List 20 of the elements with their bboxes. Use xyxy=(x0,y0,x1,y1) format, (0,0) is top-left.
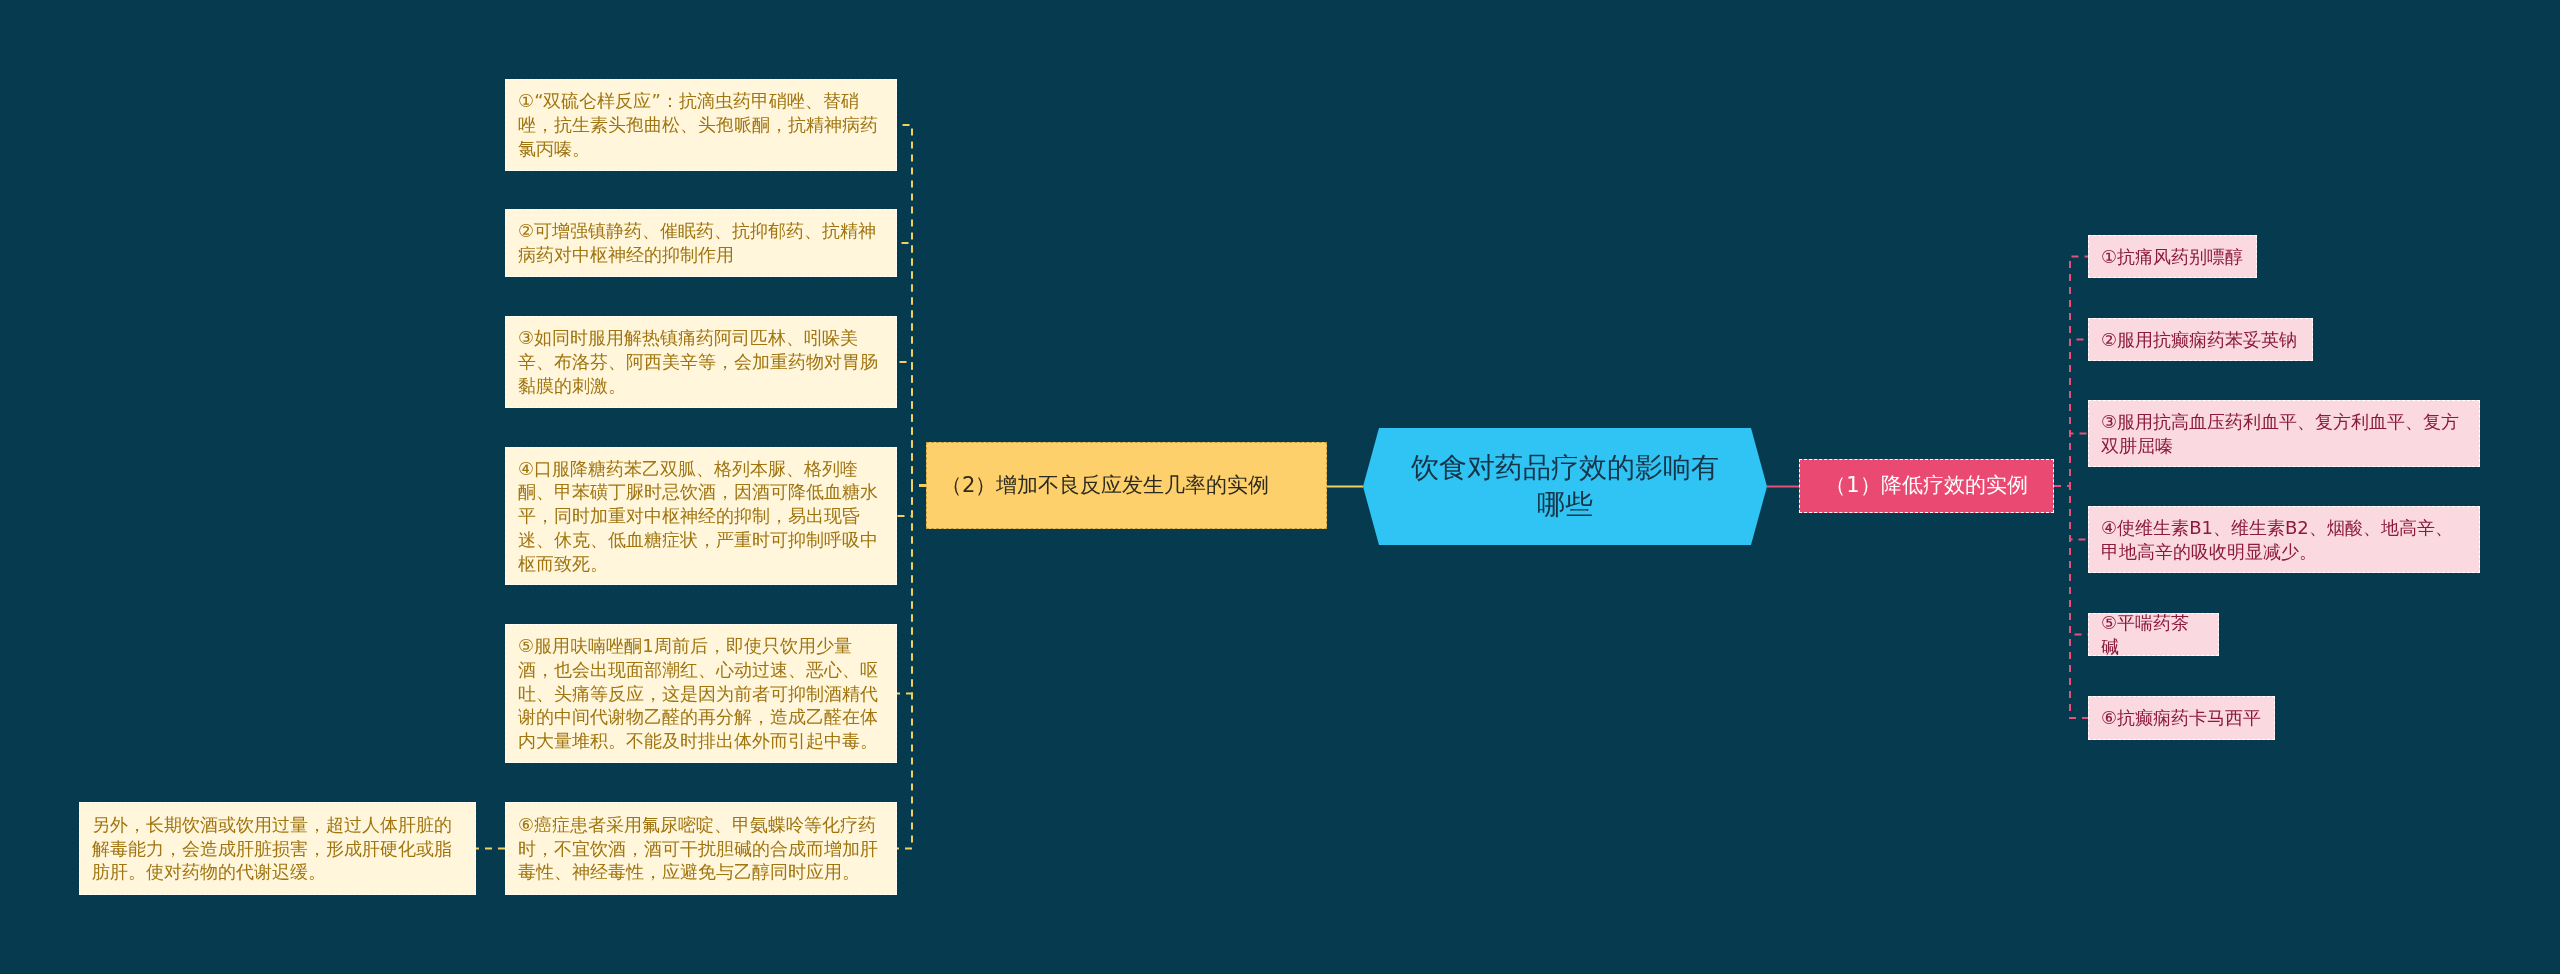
detail-box: ①“双硫仑样反应”：抗滴虫药甲硝唑、替硝唑，抗生素头孢曲松、头孢哌酮，抗精神病药氯丙嗪。 xyxy=(505,79,897,171)
detail-box: ②可增强镇静药、催眠药、抗抑郁药、抗精神病药对中枢神经的抑制作用 xyxy=(505,209,897,277)
detail-box: 另外，长期饮酒或饮用过量，超过人体肝脏的解毒能力，会造成肝脏损害，形成肝硬化或脂肪肝。使对药物的代谢迟缓。 xyxy=(79,802,476,895)
connector-line xyxy=(475,847,506,850)
detail-box: ③服用抗高血压药利血平、复方利血平、复方双肼屈嗪 xyxy=(2088,400,2480,467)
detail-box: ④使维生素B1、维生素B2、烟酸、地高辛、甲地高辛的吸收明显减少。 xyxy=(2088,506,2480,573)
branch-box: （1）降低疗效的实例 xyxy=(1799,459,2054,513)
connector-line xyxy=(1766,485,1800,488)
detail-box: ④口服降糖药苯乙双胍、格列本脲、格列喹酮、甲苯磺丁脲时忌饮酒，因酒可降低血糖水平，同时加重对中枢神经的抑制，易出现昏迷、休克、低血糖症状，严重时可抑制呼吸中枢而致死。 xyxy=(505,447,897,585)
connector-line xyxy=(1326,485,1364,488)
detail-box: ⑤平喘药茶碱 xyxy=(2088,613,2219,656)
detail-box: ②服用抗癫痫药苯妥英钠 xyxy=(2088,318,2313,361)
detail-box: ③如同时服用解热镇痛药阿司匹林、吲哚美辛、布洛芬、阿西美辛等，会加重药物对胃肠黏膜的刺激。 xyxy=(505,316,897,408)
branch-box: （2）增加不良反应发生几率的实例 xyxy=(926,442,1327,529)
detail-box: ⑤服用呋喃唑酮1周前后，即使只饮用少量酒，也会出现面部潮红、心动过速、恶心、呕吐、头痛等反应，这是因为前者可抑制酒精代谢的中间代谢物乙醛的再分解，造成乙醛在体内大量堆积。不能及时排出体外而引起中毒。 xyxy=(505,624,897,763)
detail-box: ⑥癌症患者采用氟尿嘧啶、甲氨蝶呤等化疗药时，不宜饮酒，酒可干扰胆碱的合成而增加肝毒性、神经毒性，应避免与乙醇同时应用。 xyxy=(505,802,897,895)
detail-box: ①抗痛风药别嘌醇 xyxy=(2088,235,2257,278)
detail-box: ⑥抗癫痫药卡马西平 xyxy=(2088,696,2275,740)
topic-hexagon: 饮食对药品疗效的影响有哪些 xyxy=(1363,428,1767,545)
connector-line xyxy=(2053,485,2089,719)
